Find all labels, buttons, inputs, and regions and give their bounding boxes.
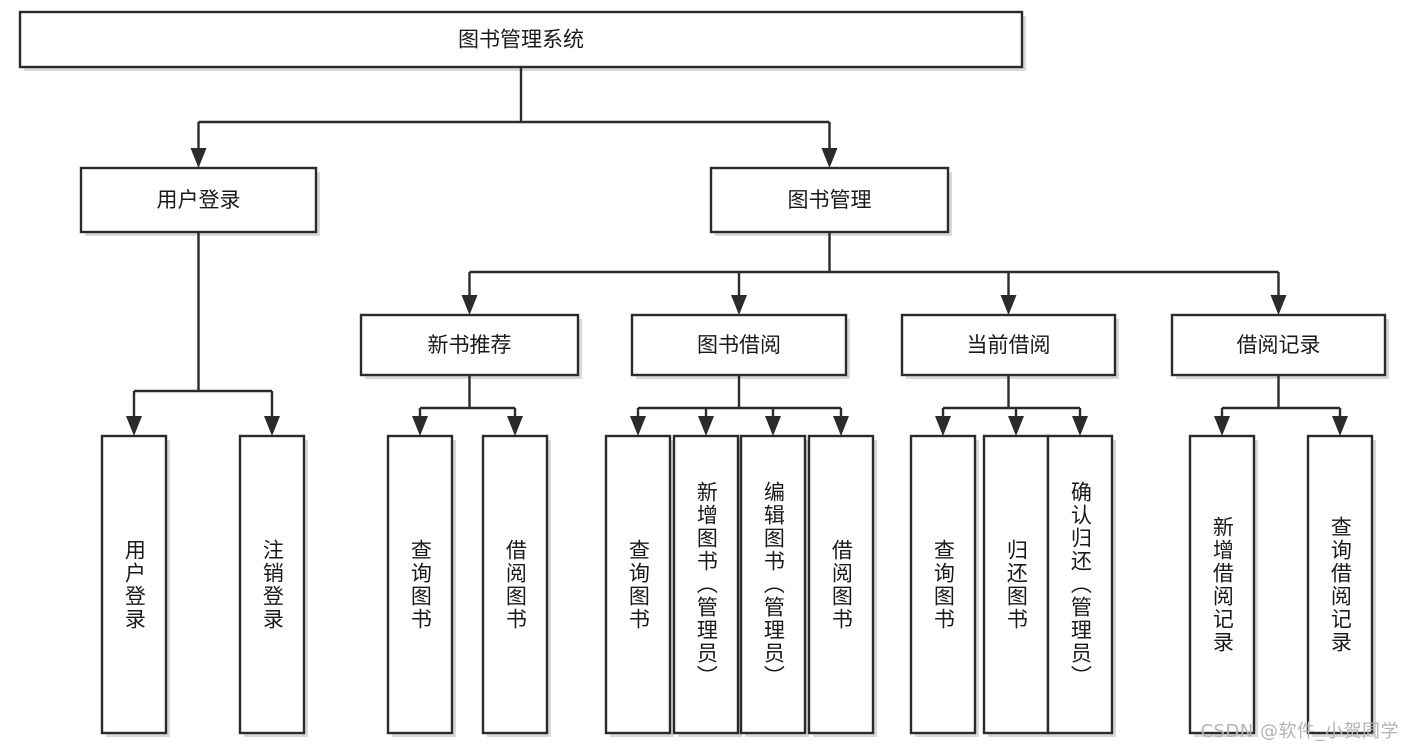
arrow-head-icon (935, 416, 951, 436)
leaf-node-box[interactable] (604, 434, 672, 735)
leaf-node-box[interactable] (481, 434, 549, 735)
leaf-label-wrap: 注销登录 (240, 436, 304, 733)
leaf-node-box[interactable] (672, 434, 740, 735)
arrow-head-icon (1008, 416, 1024, 436)
leaf-label-wrap: 新增借阅记录 (1190, 436, 1254, 733)
box-layer (18, 10, 1387, 735)
level2-node-box[interactable] (79, 166, 318, 234)
leaf-label-wrap: 查询图书 (911, 436, 975, 733)
leaf-node-label: 注销登录 (260, 538, 285, 631)
leaf-node-box[interactable] (909, 434, 977, 735)
arrow-head-icon (833, 416, 849, 436)
arrow-head-icon (412, 416, 428, 436)
level2-node-label: 用户登录 (157, 188, 241, 212)
level3-node-label: 当前借阅 (967, 333, 1051, 357)
leaf-node-label: 归还图书 (1004, 538, 1029, 631)
leaf-node-box[interactable] (1306, 434, 1374, 735)
leaf-label-wrap: 查询借阅记录 (1308, 436, 1372, 733)
root-node-label: 图书管理系统 (458, 28, 584, 52)
level3-node-box[interactable] (1170, 313, 1387, 377)
arrow-head-icon (264, 416, 280, 436)
leaf-node-box[interactable] (807, 434, 875, 735)
leaf-node-label: 用户登录 (122, 538, 147, 631)
leaf-label-wrap: 归还图书 (984, 436, 1048, 733)
leaf-node-label: 查询图书 (626, 538, 651, 631)
arrow-head-icon (507, 416, 523, 436)
leaf-node-label: 新增图书（管理员） (694, 481, 719, 688)
leaf-node-label: 查询图书 (931, 538, 956, 631)
level2-node-box[interactable] (709, 166, 950, 234)
arrow-head-icon (190, 148, 207, 168)
leaf-node-label: 查询借阅记录 (1328, 515, 1353, 654)
arrow-head-icon (1332, 416, 1348, 436)
level3-node-box[interactable] (900, 313, 1117, 377)
leaf-node-label: 编辑图书（管理员） (761, 481, 786, 688)
root-node-box[interactable] (18, 10, 1024, 69)
arrow-head-icon (461, 295, 478, 315)
leaf-label-wrap: 新增图书（管理员） (674, 436, 738, 733)
level3-node-label: 借阅记录 (1237, 333, 1321, 357)
level3-node-label: 图书借阅 (697, 333, 781, 357)
level3-node-box[interactable] (630, 313, 848, 377)
leaf-node-label: 新增借阅记录 (1210, 515, 1235, 654)
leaf-label-wrap: 借阅图书 (809, 436, 873, 733)
arrow-head-icon (630, 416, 646, 436)
arrow-head-icon (126, 416, 142, 436)
leaf-label-wrap: 查询图书 (388, 436, 452, 733)
arrow-head-icon (1000, 295, 1017, 315)
leaf-node-box[interactable] (386, 434, 454, 735)
leaf-node-box[interactable] (1046, 434, 1114, 735)
leaf-node-box[interactable] (739, 434, 807, 735)
level3-node-box[interactable] (359, 313, 580, 377)
arrow-head-icon (821, 148, 838, 168)
leaf-node-label: 借阅图书 (829, 538, 854, 631)
arrow-head-icon (1072, 416, 1088, 436)
arrow-head-icon (765, 416, 781, 436)
level2-node-label: 图书管理 (788, 188, 872, 212)
leaf-node-label: 查询图书 (408, 538, 433, 631)
arrow-head-icon (698, 416, 714, 436)
arrow-head-icon (1214, 416, 1230, 436)
leaf-label-wrap: 查询图书 (606, 436, 670, 733)
leaf-label-wrap: 编辑图书（管理员） (741, 436, 805, 733)
leaf-node-label: 确认归还（管理员） (1068, 481, 1093, 688)
leaf-node-box[interactable] (238, 434, 306, 735)
leaf-node-box[interactable] (1188, 434, 1256, 735)
connector-layer (126, 67, 1348, 436)
arrow-head-icon (1270, 295, 1287, 315)
leaf-label-wrap: 确认归还（管理员） (1048, 436, 1112, 733)
leaf-label-wrap: 用户登录 (102, 436, 166, 733)
leaf-label-wrap: 借阅图书 (483, 436, 547, 733)
arrow-head-icon (731, 295, 747, 315)
watermark-text: CSDN @软件_小贺同学 (1200, 721, 1399, 742)
leaf-node-box[interactable] (982, 434, 1050, 735)
leaf-node-box[interactable] (100, 434, 168, 735)
level3-node-label: 新书推荐 (428, 333, 512, 357)
leaf-node-label: 借阅图书 (503, 538, 528, 631)
